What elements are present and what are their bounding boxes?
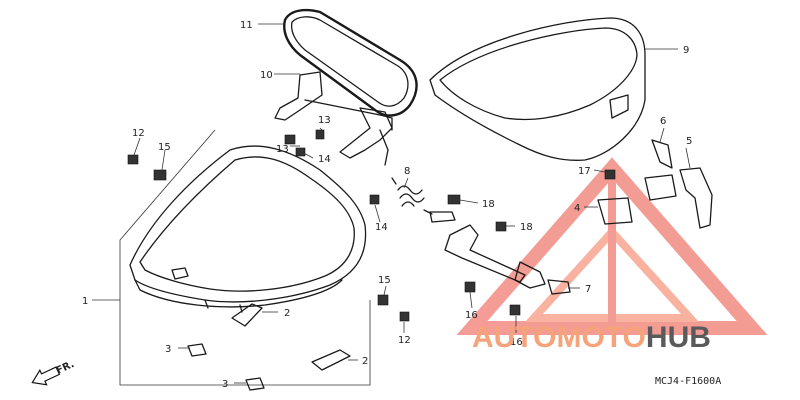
callout-15a: 15: [158, 142, 171, 153]
callout-14a: 14: [318, 154, 331, 165]
callout-11: 11: [240, 20, 253, 31]
diagram-code: MCJ4-F1600A: [655, 376, 721, 387]
callout-12a: 12: [132, 128, 145, 139]
callout-3a: 3: [165, 344, 171, 355]
callout-2b: 2: [362, 356, 368, 367]
seat-rubber-mounts: [187, 303, 351, 391]
callout-9: 9: [683, 45, 689, 56]
callout-2a: 2: [284, 308, 290, 319]
callout-17: 17: [578, 166, 591, 177]
callout-18b: 18: [520, 222, 533, 233]
callout-14b: 14: [375, 222, 388, 233]
callout-16a: 16: [465, 310, 478, 321]
part-1-bracket: [119, 129, 371, 386]
lock-bracket-part: [429, 211, 571, 295]
callout-3b: 3: [222, 379, 228, 390]
front-seat-part: [129, 145, 367, 313]
leader-lines: [92, 23, 691, 384]
rail-bracket-part: [274, 71, 393, 166]
front-direction-arrow-icon: [31, 366, 61, 386]
callout-18a: 18: [482, 199, 495, 210]
watermark-logo-icon: [456, 157, 768, 335]
callout-12b: 12: [398, 335, 411, 346]
rear-seat-part: [429, 17, 646, 161]
watermark-text-secondary: HUB: [646, 321, 711, 354]
callout-6: 6: [660, 116, 666, 127]
callout-13b: 13: [276, 144, 289, 155]
callout-15b: 15: [378, 275, 391, 286]
seat-lock-part: [597, 139, 713, 229]
spring-part: [391, 177, 433, 215]
svg-text:AUTOMOTOHUB: AUTOMOTOHUB: [472, 321, 711, 354]
hardware-bolts: [127, 129, 616, 322]
callout-10: 10: [260, 70, 273, 81]
callout-8: 8: [404, 166, 410, 177]
callout-5: 5: [686, 136, 692, 147]
grab-rail-part: [283, 8, 418, 117]
callout-4: 4: [574, 203, 580, 214]
callout-13a: 13: [318, 115, 331, 126]
callout-16b: 16: [510, 337, 523, 348]
callout-7: 7: [585, 284, 591, 295]
direction-label: FR.: [55, 359, 76, 377]
watermark-text-primary: AUTOMOTO: [472, 321, 646, 354]
callout-1: 1: [82, 296, 88, 307]
